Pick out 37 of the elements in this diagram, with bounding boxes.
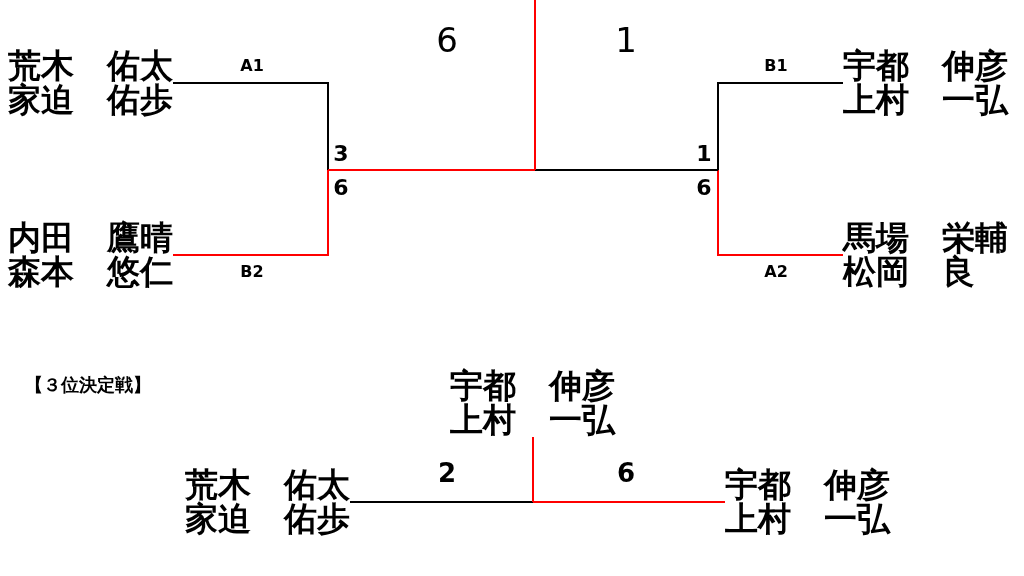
score-label: 6 xyxy=(333,177,349,199)
player-name: 宇都 伸彦 xyxy=(843,49,1008,83)
score-label: 6 xyxy=(696,177,712,199)
score-label: 1 xyxy=(696,143,712,165)
bracket-slot-label: A1 xyxy=(240,58,264,74)
bracket-line xyxy=(534,0,536,171)
bracket-line xyxy=(532,501,726,503)
bracket-line xyxy=(717,82,844,171)
player-name: 荒木 佑太 xyxy=(8,49,173,83)
player-name: 宇都 伸彦 xyxy=(450,369,615,403)
score-label: 3 xyxy=(333,143,349,165)
player-name: 上村 一弘 xyxy=(450,403,615,437)
bracket-line xyxy=(172,169,329,256)
player-name: 荒木 佑太 xyxy=(185,468,350,502)
player-name: 宇都 伸彦 xyxy=(725,468,890,502)
player-name: 家迫 佑歩 xyxy=(185,502,350,536)
bracket-line xyxy=(327,169,536,171)
score-label: 1 xyxy=(615,23,637,57)
section-heading: 【３位決定戦】 xyxy=(25,376,151,394)
bracket-line xyxy=(717,169,844,256)
bracket-line xyxy=(532,436,534,503)
bracket-slot-label: B2 xyxy=(240,264,264,280)
bracket-line xyxy=(349,501,534,503)
score-label: 2 xyxy=(437,460,457,486)
bracket-slot-label: A2 xyxy=(764,264,788,280)
player-name: 馬場 栄輔 xyxy=(843,221,1008,255)
player-name: 内田 鷹晴 xyxy=(8,221,173,255)
bracket-line xyxy=(534,169,719,171)
score-label: 6 xyxy=(436,23,458,57)
bracket-line xyxy=(172,82,329,171)
score-label: 6 xyxy=(616,460,636,486)
player-name: 上村 一弘 xyxy=(843,83,1008,117)
player-name: 森本 悠仁 xyxy=(8,255,173,289)
player-name: 家迫 佑歩 xyxy=(8,83,173,117)
bracket-slot-label: B1 xyxy=(764,58,788,74)
player-name: 松岡 良 xyxy=(843,255,975,289)
player-name: 上村 一弘 xyxy=(725,502,890,536)
